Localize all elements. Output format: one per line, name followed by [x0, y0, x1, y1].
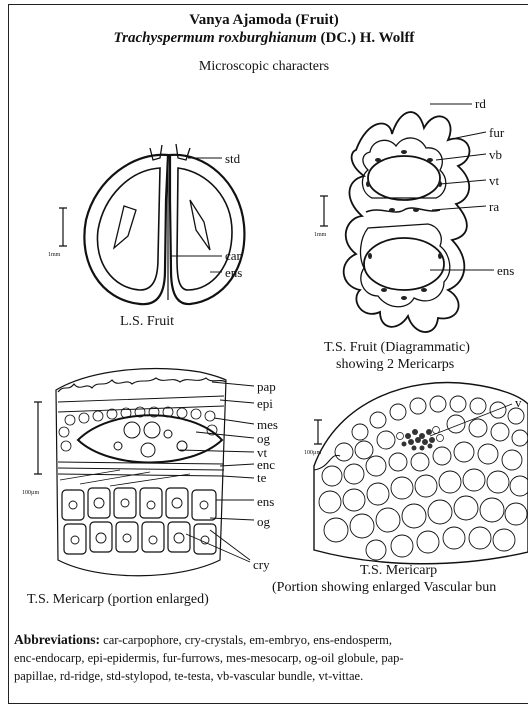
- abbreviations-block: Abbreviations: car-carpophore, cry-cryst…: [14, 631, 528, 685]
- scale-label-ls: 1mm: [48, 252, 60, 258]
- abbreviations-line-3: papillae, rd-ridge, std-stylopod, te-tes…: [14, 667, 528, 685]
- caption-ts-mericarp-vb-line1: T.S. Mericarp: [360, 563, 437, 579]
- label-te: te: [257, 471, 266, 484]
- abbreviations-line-1: Abbreviations: car-carpophore, cry-cryst…: [14, 631, 528, 649]
- label-cry: cry: [253, 558, 270, 571]
- label-epi: epi: [257, 397, 273, 410]
- label-fur: fur: [489, 126, 504, 139]
- scale-label-enlarged: 100µm: [22, 490, 39, 496]
- scale-label-vb: 100µm: [304, 450, 321, 456]
- abbreviations-heading: Abbreviations:: [14, 632, 100, 647]
- caption-ts-mericarp-vb-line2: (Portion showing enlarged Vascular bun: [272, 580, 496, 596]
- label-og: og: [257, 432, 270, 445]
- ts-fruit-drawing: [320, 104, 494, 332]
- scale-label-ts: 1mm: [314, 232, 326, 238]
- ts-mericarp-vb-drawing: [314, 383, 528, 564]
- label-pap: pap: [257, 380, 276, 393]
- label-ens-ts: ens: [497, 264, 514, 277]
- label-ra: ra: [489, 200, 499, 213]
- abbreviations-text-1: car-carpophore, cry-crystals, em-embryo,…: [100, 633, 392, 647]
- caption-ls-fruit: L.S. Fruit: [120, 314, 174, 330]
- label-vt: vt: [489, 174, 499, 187]
- label-vb-mericarp: v: [515, 396, 522, 409]
- ls-fruit-drawing: [59, 144, 244, 304]
- label-og-enlarged: og: [257, 515, 270, 528]
- label-rd: rd: [475, 97, 486, 110]
- caption-ts-mericarp-enlarged: T.S. Mericarp (portion enlarged): [27, 592, 209, 608]
- label-ens: ens: [225, 266, 242, 279]
- label-mes: mes: [257, 418, 278, 431]
- label-std: std: [225, 152, 240, 165]
- abbreviations-line-2: enc-endocarp, epi-epidermis, fur-furrows…: [14, 649, 528, 667]
- label-car: car: [225, 249, 241, 262]
- label-vb: vb: [489, 148, 502, 161]
- caption-ts-fruit-line2: showing 2 Mericarps: [336, 357, 454, 373]
- caption-ts-fruit-line1: T.S. Fruit (Diagrammatic): [324, 340, 470, 356]
- label-ens-enlarged: ens: [257, 495, 274, 508]
- ts-mericarp-enlarged-drawing: [34, 369, 254, 576]
